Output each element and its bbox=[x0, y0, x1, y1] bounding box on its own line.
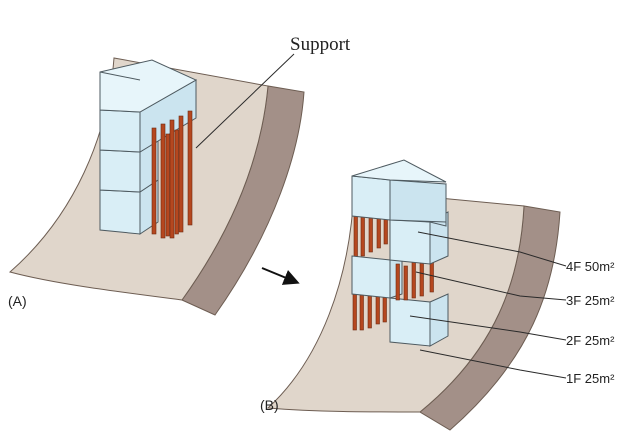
pillar-b-l3 bbox=[367, 291, 372, 329]
building-b-4f-front bbox=[351, 175, 391, 221]
building-a-top bbox=[99, 59, 198, 113]
floor-label-3f: 3F 25m² bbox=[566, 293, 615, 308]
leader-4f bbox=[417, 231, 567, 267]
floor-label-4f: 4F 50m² bbox=[566, 259, 615, 274]
pillar-a-1 bbox=[151, 127, 157, 235]
pillar-b-m2 bbox=[403, 265, 408, 301]
pillar-a-6 bbox=[165, 133, 170, 237]
panel-a: Support (A) bbox=[8, 34, 351, 316]
building-b-top bbox=[351, 159, 447, 183]
pillar-b-m1 bbox=[395, 263, 400, 301]
building-a-floor3-front bbox=[99, 109, 141, 153]
building-b-1f-front bbox=[389, 297, 431, 347]
support-pillars-b-middle bbox=[395, 257, 434, 301]
building-b-2f-front bbox=[351, 255, 391, 299]
building-b-4f-right bbox=[389, 179, 447, 223]
pillar-b-l1 bbox=[352, 291, 357, 331]
pillar-b-u2 bbox=[360, 213, 365, 257]
support-leader-line bbox=[195, 53, 295, 149]
support-pillars-a bbox=[151, 110, 193, 239]
floor-label-1f: 1F 25m² bbox=[566, 371, 615, 386]
pillar-a-3 bbox=[169, 119, 175, 239]
panel-a-label: (A) bbox=[8, 293, 27, 309]
pillar-b-m3 bbox=[411, 261, 416, 299]
building-b-3f-front bbox=[389, 217, 431, 265]
pillar-a-4 bbox=[178, 115, 184, 233]
support-label: Support bbox=[290, 34, 351, 55]
pillar-b-u1 bbox=[353, 215, 358, 261]
pillar-a-2 bbox=[160, 123, 166, 239]
panel-b-label: (B) bbox=[260, 397, 279, 413]
pillar-a-5 bbox=[187, 110, 193, 226]
floor-leaders bbox=[409, 231, 567, 379]
panel-b: 4F 50m² 3F 25m² 2F 25m² 1F 25m² (B) bbox=[260, 159, 615, 431]
building-a-floor1-front bbox=[99, 189, 141, 235]
pillar-a-7 bbox=[174, 129, 179, 235]
arrow-right-icon bbox=[261, 267, 300, 285]
floor-label-2f: 2F 25m² bbox=[566, 333, 615, 348]
building-a-floor2-front bbox=[99, 149, 141, 193]
pillar-b-m4 bbox=[419, 259, 424, 297]
leader-2f bbox=[409, 315, 567, 341]
leader-1f bbox=[419, 349, 567, 379]
pillar-b-l2 bbox=[359, 293, 364, 331]
leader-3f bbox=[415, 271, 567, 301]
